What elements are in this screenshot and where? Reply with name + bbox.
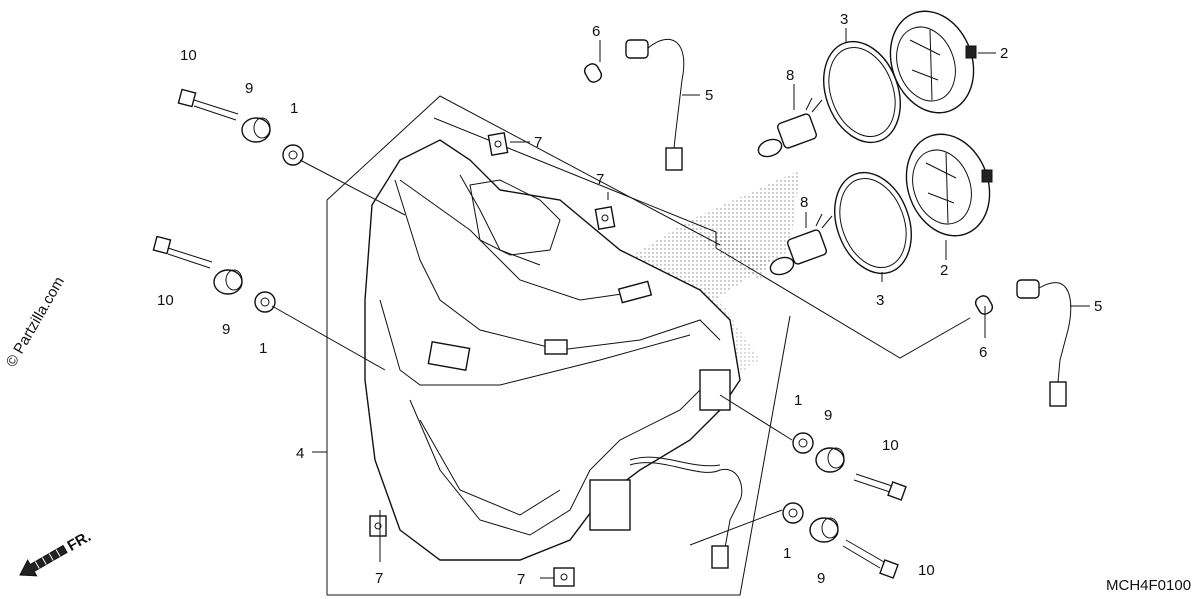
collar-1-a (282, 144, 304, 166)
collar-leaders (271, 159, 793, 546)
diagram-code: MCH4F0100 (1106, 577, 1191, 594)
grommet-9-a (241, 117, 271, 143)
grommet-9-c (815, 447, 845, 473)
callout-7-b: 7 (596, 171, 604, 188)
callout-10-b: 10 (157, 292, 174, 309)
bolt-10-c (853, 473, 907, 501)
front-direction-label: FR. (64, 528, 93, 555)
callout-8-b: 8 (800, 194, 808, 211)
callout-9-b: 9 (222, 321, 230, 338)
seal-3-b (834, 171, 912, 275)
callout-2-b: 2 (940, 262, 948, 279)
grommet-9-b (213, 269, 243, 295)
callout-10-a: 10 (180, 47, 197, 64)
callout-4: 4 (296, 445, 304, 462)
socket-harness-5-b (1016, 279, 1072, 407)
bulb-6-b (974, 295, 994, 315)
callout-6-a: 6 (592, 23, 600, 40)
callout-10-c: 10 (882, 437, 899, 454)
callout-5-b: 5 (1094, 298, 1102, 315)
callout-leaders (312, 28, 1090, 579)
bolt-10-b (152, 235, 213, 269)
clip-7-b (594, 205, 616, 231)
collar-1-c (792, 432, 814, 454)
clip-7-a (487, 131, 509, 157)
callout-7-d: 7 (517, 571, 525, 588)
watermark: © Partzilla.com (3, 274, 68, 370)
bulb-8-a (757, 97, 823, 158)
callout-7-c: 7 (375, 570, 383, 587)
dust-cover-2-a (889, 10, 977, 114)
callout-2-a: 2 (1000, 45, 1008, 62)
callout-9-d: 9 (817, 570, 825, 587)
callout-1-a: 1 (290, 100, 298, 117)
housing-harness (629, 462, 743, 569)
callout-9-c: 9 (824, 407, 832, 424)
headlight-housing (364, 139, 741, 561)
clip-7-c (369, 515, 387, 537)
collar-1-b (254, 291, 276, 313)
callout-1-d: 1 (783, 545, 791, 562)
front-direction-arrow: FR. (19, 528, 94, 577)
callout-10-d: 10 (918, 562, 935, 579)
bolt-10-a (177, 88, 239, 121)
bolt-10-d (842, 539, 899, 579)
callout-3-a: 3 (840, 11, 848, 28)
grommet-9-d (809, 517, 839, 543)
callout-6-b: 6 (979, 344, 987, 361)
callout-3-b: 3 (876, 292, 884, 309)
callout-labels: 10 9 1 10 9 1 4 7 7 7 7 6 5 8 3 2 8 3 2 … (157, 11, 1102, 588)
callout-5-a: 5 (705, 87, 713, 104)
callout-8-a: 8 (786, 67, 794, 84)
callout-1-c: 1 (794, 392, 802, 409)
callout-7-a: 7 (534, 134, 542, 151)
socket-harness-5-a (625, 38, 685, 171)
callout-1-b: 1 (259, 340, 267, 357)
dust-cover-2-b (905, 133, 993, 237)
bulb-8-b (769, 213, 833, 276)
callout-9-a: 9 (245, 80, 253, 97)
bulb-6-a (583, 63, 603, 83)
collar-1-d (782, 502, 804, 524)
clip-7-d (553, 567, 575, 587)
